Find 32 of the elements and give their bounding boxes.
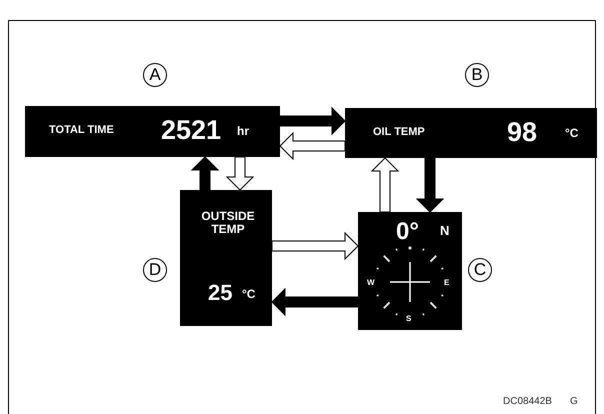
compass-label: N xyxy=(440,224,450,237)
unit-label: °C xyxy=(565,127,578,139)
hollow-arrow xyxy=(272,232,359,260)
display-panel xyxy=(25,106,280,157)
callout-letter: C xyxy=(468,258,492,282)
hollow-arrow xyxy=(226,156,254,191)
unit-label: hr xyxy=(237,125,249,137)
arrow xyxy=(280,106,346,136)
compass-display xyxy=(358,212,462,330)
callout-letter: D xyxy=(143,258,167,282)
arrow xyxy=(271,288,358,316)
display-value: 98 xyxy=(507,119,538,146)
display-label: OIL TEMP xyxy=(373,127,425,138)
display-value: 0° xyxy=(396,220,419,244)
callout-letter: B xyxy=(465,63,489,87)
display-panel xyxy=(180,190,272,326)
display-value: 2521 xyxy=(161,117,222,144)
display-label: TOTAL TIME xyxy=(49,125,114,136)
figure-code: DC08442B xyxy=(503,396,552,407)
hollow-arrow xyxy=(279,132,346,160)
display-panel xyxy=(345,108,597,158)
unit-label: °C xyxy=(242,288,256,300)
display-value: 25 xyxy=(208,282,232,304)
compass-label: E xyxy=(444,279,450,287)
arrow xyxy=(190,156,220,190)
callout-letter: A xyxy=(143,63,167,87)
arrow xyxy=(416,158,444,213)
figure-code: G xyxy=(570,396,578,407)
display-label: OUTSIDE TEMP xyxy=(200,210,256,236)
compass-label: W xyxy=(367,279,375,287)
hollow-arrow xyxy=(370,157,400,212)
compass-label: S xyxy=(406,315,412,323)
